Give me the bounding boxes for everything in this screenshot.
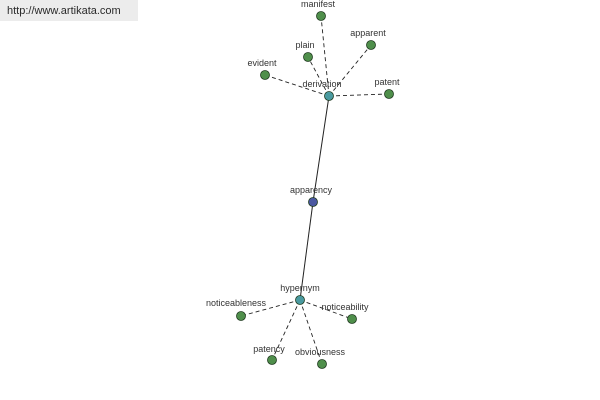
edge-derivation-patent [328, 93, 390, 97]
label-obviousness[interactable]: obviousness [295, 347, 346, 357]
graph-nodes [236, 11, 394, 369]
label-noticeability[interactable]: noticeability [321, 302, 369, 312]
edge-hypernym-obviousness [299, 299, 323, 365]
node-patent[interactable] [384, 89, 394, 99]
node-plain[interactable] [303, 52, 313, 62]
edge-hypernym-noticeability [299, 299, 353, 320]
label-patent[interactable]: patent [374, 77, 400, 87]
label-manifest[interactable]: manifest [301, 0, 336, 9]
node-patency[interactable] [267, 355, 277, 365]
site-banner: http://www.artikata.com [0, 0, 138, 21]
node-noticeableness[interactable] [236, 311, 246, 321]
node-manifest[interactable] [316, 11, 326, 21]
node-apparent[interactable] [366, 40, 376, 50]
label-evident[interactable]: evident [247, 58, 277, 68]
site-url-link[interactable]: http://www.artikata.com [7, 5, 121, 17]
node-evident[interactable] [260, 70, 270, 80]
label-noticeableness[interactable]: noticeableness [206, 298, 267, 308]
node-obviousness[interactable] [317, 359, 327, 369]
edge-derivation-plain [307, 56, 330, 97]
node-hypernym[interactable] [295, 295, 305, 305]
label-apparency[interactable]: apparency [290, 185, 333, 195]
edge-hypernym-noticeableness [240, 299, 301, 317]
label-apparent[interactable]: apparent [350, 28, 386, 38]
edge-derivation-manifest [320, 15, 330, 97]
label-derivation[interactable]: derivation [302, 79, 341, 89]
node-noticeability[interactable] [347, 314, 357, 324]
edge-apparency-derivation [312, 95, 330, 203]
node-apparency[interactable] [308, 197, 318, 207]
label-patency[interactable]: patency [253, 344, 285, 354]
edge-apparency-hypernym [299, 201, 314, 301]
graph-edges [240, 15, 390, 365]
graph-labels: manifest plain apparent evident patent notice… [206, 0, 400, 357]
node-derivation[interactable] [324, 91, 334, 101]
edge-derivation-evident [264, 74, 330, 97]
label-plain[interactable]: plain [295, 40, 314, 50]
label-hypernym[interactable]: hypernym [280, 283, 320, 293]
